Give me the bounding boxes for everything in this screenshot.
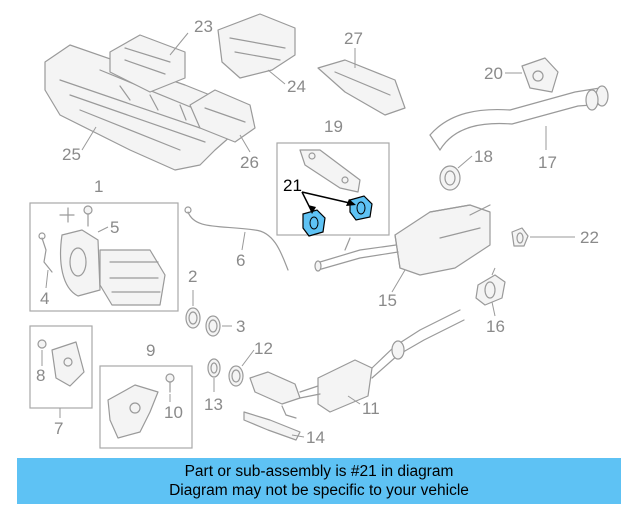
callout-8: 8 xyxy=(36,366,45,385)
sensor-4[interactable] xyxy=(38,232,53,273)
rubber-mount-21a[interactable] xyxy=(302,209,326,237)
front-pipe-11[interactable] xyxy=(249,309,465,413)
bolt-10[interactable] xyxy=(165,373,175,393)
callout-11: 11 xyxy=(362,399,380,418)
arrowhead-21a xyxy=(308,205,316,214)
arrowhead-21b xyxy=(346,199,356,206)
callout-21: 21 xyxy=(283,176,302,195)
bracket-8[interactable] xyxy=(51,341,85,387)
caption-line-2: Diagram may not be specific to your vehi… xyxy=(169,482,469,499)
callout-6: 6 xyxy=(236,251,245,270)
gasket-2[interactable] xyxy=(185,307,201,329)
heat-shield-23[interactable] xyxy=(109,34,186,93)
callout-27: 27 xyxy=(344,29,363,48)
callout-24: 24 xyxy=(287,77,306,96)
callout-2: 2 xyxy=(188,267,197,286)
rubber-mount-21b[interactable] xyxy=(349,195,373,221)
callout-7: 7 xyxy=(54,419,63,438)
callout-19: 19 xyxy=(324,117,343,136)
callout-26: 26 xyxy=(240,153,259,172)
hanger-bracket-19[interactable] xyxy=(299,149,361,193)
assembly-box-9 xyxy=(99,365,193,449)
gasket-12[interactable] xyxy=(228,365,244,387)
callout-23: 23 xyxy=(194,17,213,36)
callout-10: 10 xyxy=(164,403,183,422)
caption-banner: Part or sub-assembly is #21 in diagram D… xyxy=(17,458,621,504)
leader-16 xyxy=(491,301,496,317)
callout-14: 14 xyxy=(306,428,325,447)
pipe-6[interactable] xyxy=(184,206,289,271)
caption-line-1: Part or sub-assembly is #21 in diagram xyxy=(184,463,454,480)
leader-26 xyxy=(239,134,251,153)
bracket-assembly-9[interactable] xyxy=(107,384,159,439)
mount-22[interactable] xyxy=(511,227,529,247)
leader-23 xyxy=(169,32,189,56)
callout-12: 12 xyxy=(254,339,273,358)
leader-15 xyxy=(391,269,406,293)
callout-3: 3 xyxy=(236,317,245,336)
heat-shield-26[interactable] xyxy=(189,89,256,143)
callout-18: 18 xyxy=(474,147,493,166)
leader-11 xyxy=(347,395,361,405)
assembly-box-1 xyxy=(29,202,179,312)
hanger-20[interactable] xyxy=(521,57,559,93)
heat-shield-27[interactable] xyxy=(317,59,406,116)
bolt-5[interactable] xyxy=(83,205,93,227)
tail-pipe-17[interactable] xyxy=(429,85,609,151)
assembly-box-7 xyxy=(29,325,93,409)
callout-17: 17 xyxy=(538,153,557,172)
turbocharger-assembly-1[interactable] xyxy=(59,207,166,306)
leader-18 xyxy=(457,155,473,169)
leader-21b xyxy=(301,191,355,205)
leader-25 xyxy=(81,126,97,151)
leader-4 xyxy=(45,269,49,289)
clamp-18[interactable] xyxy=(439,165,461,191)
leader-12 xyxy=(241,349,255,367)
callout-5: 5 xyxy=(110,218,119,237)
brace-14[interactable] xyxy=(243,405,301,441)
leader-5 xyxy=(97,226,109,233)
leader-14 xyxy=(291,434,305,438)
callout-4: 4 xyxy=(40,289,49,308)
heat-shield-24[interactable] xyxy=(217,13,296,79)
clamp-16[interactable] xyxy=(475,274,506,306)
callout-1: 1 xyxy=(94,177,103,196)
bolt-8a[interactable] xyxy=(37,339,47,349)
callout-25: 25 xyxy=(62,145,81,164)
callout-9: 9 xyxy=(146,341,155,360)
callout-22: 22 xyxy=(580,228,599,247)
callout-20: 20 xyxy=(484,64,503,83)
muffler-15[interactable] xyxy=(314,204,491,276)
gasket-13[interactable] xyxy=(207,358,221,378)
gasket-3[interactable] xyxy=(205,315,221,337)
callout-16: 16 xyxy=(486,317,505,336)
assembly-box-19 xyxy=(276,142,390,236)
callout-13: 13 xyxy=(204,395,223,414)
leader-24 xyxy=(267,69,286,85)
callout-15: 15 xyxy=(378,291,397,310)
leader-6 xyxy=(241,231,246,251)
leader-16b xyxy=(491,267,496,276)
